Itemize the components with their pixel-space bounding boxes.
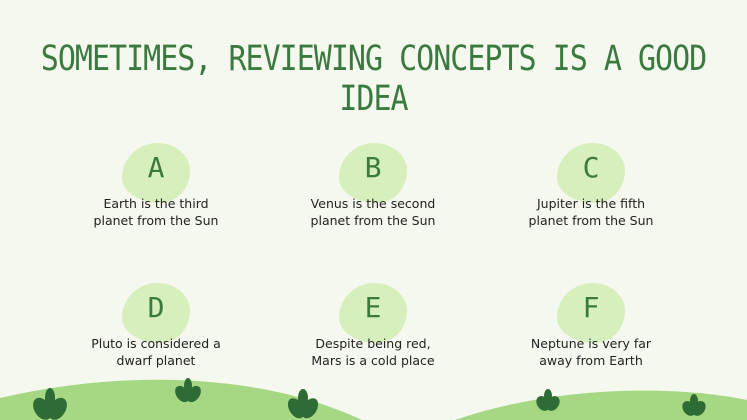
blob-shape [122,143,190,203]
concept-letter: F [582,291,600,324]
description-line: planet from the Sun [528,213,654,228]
right-hill [455,390,747,420]
leaf-plant-icon [287,389,319,419]
blob-shape [557,143,625,203]
blob-shape [122,283,190,343]
leaf-plant-icon [682,394,706,416]
description-line: Earth is the third [103,196,209,211]
concept-description: Pluto is considered a dwarf planet [71,335,241,369]
concept-description: Venus is the second planet from the Sun [288,195,458,229]
concept-letter: A [147,151,165,184]
description-line: dwarf planet [116,353,196,368]
description-line: planet from the Sun [310,213,436,228]
concept-description: Neptune is very far away from Earth [506,335,676,369]
blob-shape [339,283,407,343]
description-line: Jupiter is the fifth [536,196,646,211]
leaf-plant-icon [33,388,67,420]
concept-letter: B [364,151,382,184]
concept-letter: D [147,291,165,324]
description-line: Pluto is considered a [91,336,221,351]
slide-title: SOMETIMES, REVIEWING CONCEPTS IS A GOOD … [40,38,707,120]
concept-description: Despite being red, Mars is a cold place [288,335,458,369]
description-line: Venus is the second [310,196,436,211]
concept-letter: E [364,291,382,324]
description-line: Mars is a cold place [311,353,435,368]
concept-description: Earth is the third planet from the Sun [71,195,241,229]
description-line: Neptune is very far [530,336,652,351]
blob-shape [557,283,625,343]
blob-shape [339,143,407,203]
leaf-plant-icon [175,378,201,403]
description-line: planet from the Sun [93,213,219,228]
leaf-plant-icon [536,389,560,411]
description-line: away from Earth [539,353,643,368]
description-line: Despite being red, [315,336,431,351]
concept-letter: C [582,151,600,184]
concept-description: Jupiter is the fifth planet from the Sun [506,195,676,229]
